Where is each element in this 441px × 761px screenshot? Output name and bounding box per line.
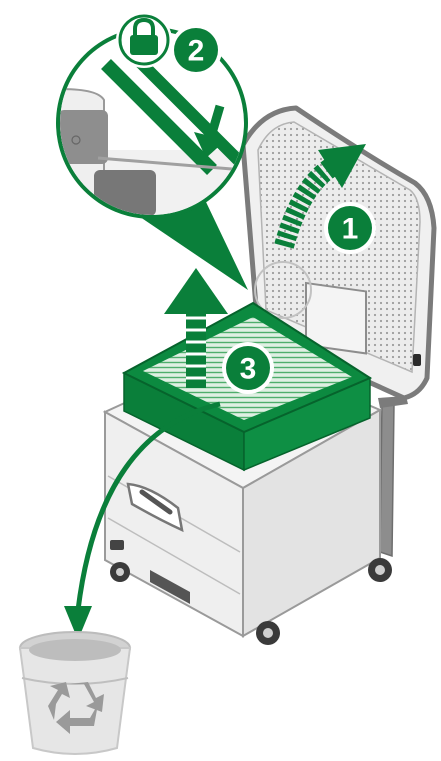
step-1-number: 1 [342,213,359,246]
step-2-badge: 2 [170,24,222,76]
waste-bin [20,632,130,754]
step-3-number: 3 [240,353,257,386]
lid-hinge-strut [378,396,408,556]
step-3-badge: 3 [222,342,274,394]
step-2-number: 2 [188,35,205,68]
step-1-badge: 1 [324,202,376,254]
lock-icon [116,12,172,68]
